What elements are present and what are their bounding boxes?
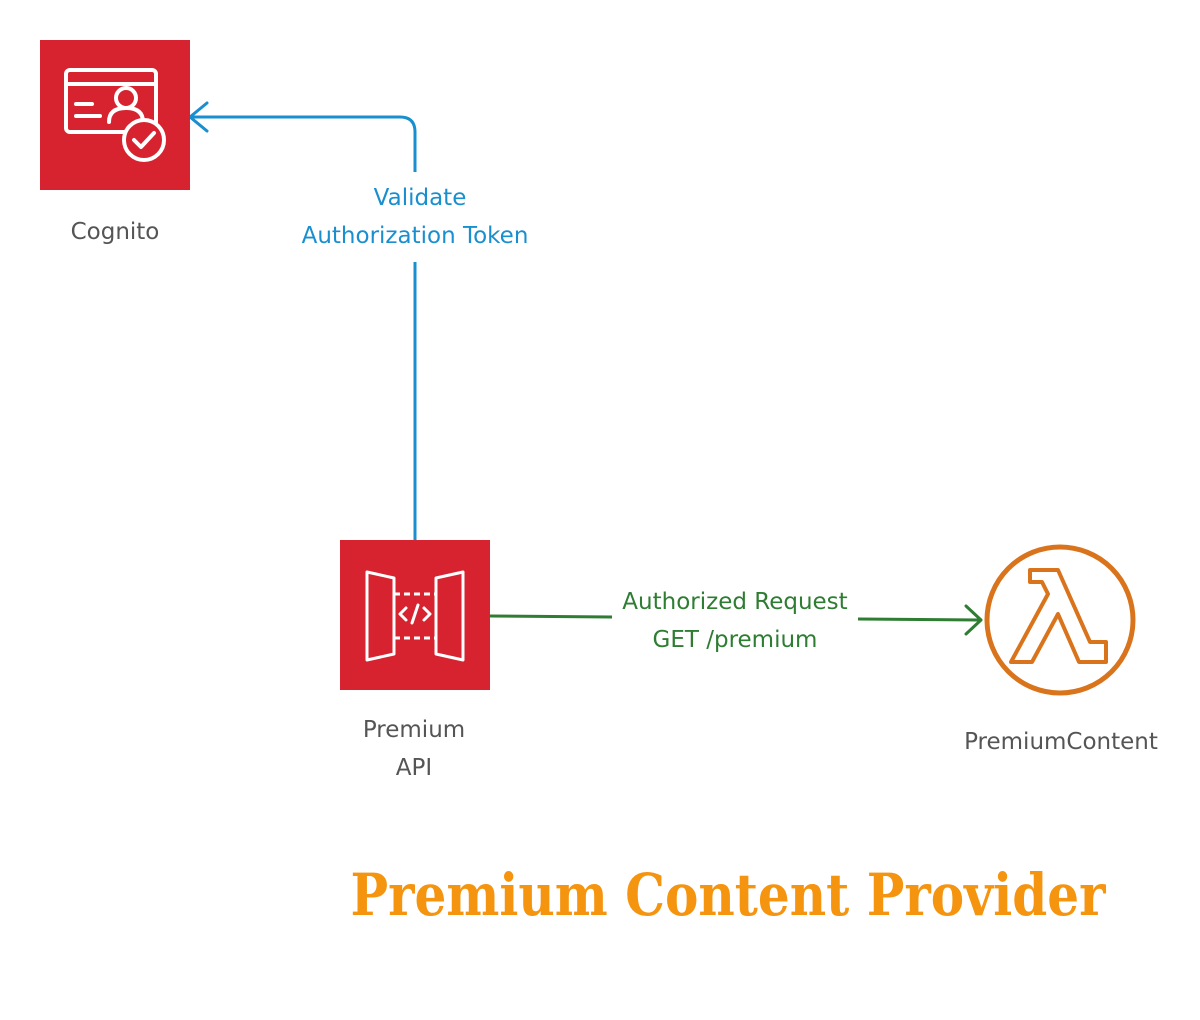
premium-api-label-line1: Premium xyxy=(363,717,465,743)
premium-content-node[interactable]: PremiumContent xyxy=(964,544,1158,755)
premium-api-label-line2: API xyxy=(396,755,432,781)
cognito-node[interactable]: Cognito xyxy=(40,40,190,245)
validate-token-edge: Validate Authorization Token xyxy=(188,101,529,540)
validate-token-connector xyxy=(192,115,417,540)
lambda-icon xyxy=(984,544,1136,696)
validate-token-label-line2: Authorization Token xyxy=(302,223,529,249)
authorized-request-edge: Authorized Request GET /premium xyxy=(489,589,983,653)
premium-content-label: PremiumContent xyxy=(964,729,1158,755)
cognito-icon xyxy=(40,40,190,190)
diagram-title: Premium Content Provider xyxy=(351,861,1107,929)
premium-api-node[interactable]: Premium API xyxy=(340,540,490,781)
lambda-symbol xyxy=(1009,568,1108,664)
cognito-label: Cognito xyxy=(71,219,160,245)
authorized-request-label-line1: Authorized Request xyxy=(622,589,847,615)
authorized-request-arrowhead xyxy=(964,604,983,636)
authorized-request-connector xyxy=(489,614,981,622)
validate-token-label-line1: Validate xyxy=(374,185,467,211)
authorized-request-label-line2: GET /premium xyxy=(653,627,818,653)
